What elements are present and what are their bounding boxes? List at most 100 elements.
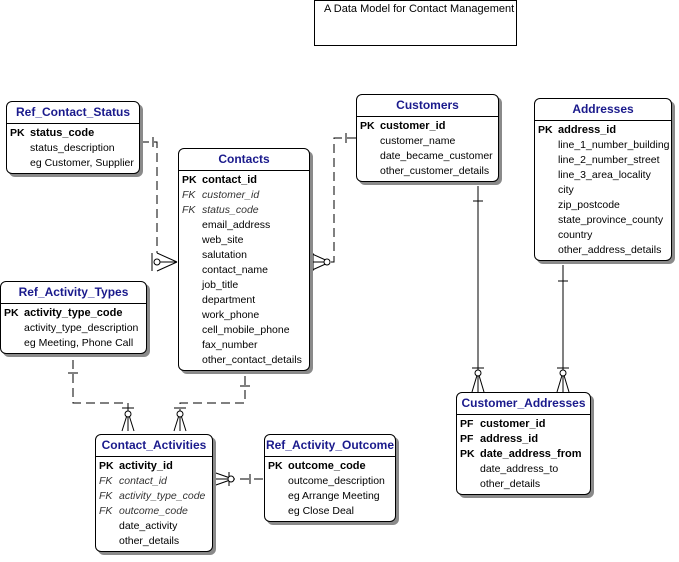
attribute-name: status_code <box>202 204 259 216</box>
attribute-name: other_address_details <box>558 244 662 256</box>
attribute-row: PK customer_id <box>360 119 495 134</box>
attribute-name: line_3_area_locality <box>558 169 651 181</box>
attribute-row: FK status_code <box>182 203 306 218</box>
attribute-row: eg Close Deal <box>268 504 392 519</box>
attribute-name: eg Meeting, Phone Call <box>24 337 134 349</box>
attribute-row: date_activity <box>99 519 209 534</box>
attribute-name: customer_id <box>202 189 260 201</box>
attribute-key <box>538 213 555 228</box>
attribute-name: address_id <box>480 433 539 445</box>
attribute-row: work_phone <box>182 308 306 323</box>
attribute-name: web_site <box>202 234 244 246</box>
relationship-activity-types-activities <box>68 360 135 432</box>
diagram-title: A Data Model for Contact Management <box>314 0 517 46</box>
attribute-name: zip_postcode <box>558 199 620 211</box>
attribute-row: customer_name <box>360 134 495 149</box>
attribute-key: FK <box>182 204 196 216</box>
attribute-key <box>10 156 27 171</box>
attribute-name: activity_type_code <box>24 307 123 319</box>
attribute-name: other_contact_details <box>202 354 302 366</box>
attribute-key <box>182 353 199 368</box>
attribute-row: eg Meeting, Phone Call <box>4 336 143 351</box>
attribute-row: status_description <box>10 141 136 156</box>
attribute-name: cell_mobile_phone <box>202 324 290 336</box>
attribute-name: work_phone <box>202 309 260 321</box>
attribute-key <box>4 336 21 351</box>
attribute-key <box>182 218 199 233</box>
relationship-contact-status-contacts <box>140 137 178 272</box>
entity-title: Addresses <box>535 99 671 121</box>
attribute-name: city <box>558 184 574 196</box>
attribute-key <box>4 321 21 336</box>
attribute-key <box>182 233 199 248</box>
attribute-key: PK <box>360 120 375 132</box>
attribute-key <box>460 462 477 477</box>
attribute-row: date_address_to <box>460 462 587 477</box>
attribute-row: line_3_area_locality <box>538 168 668 183</box>
attribute-key <box>460 477 477 492</box>
entity-title: Contact_Activities <box>96 435 212 457</box>
attribute-key <box>268 474 285 489</box>
attribute-key <box>182 323 199 338</box>
attribute-key <box>360 164 377 179</box>
attribute-name: eg Arrange Meeting <box>288 490 380 502</box>
attribute-name: customer_name <box>380 135 456 147</box>
attribute-key: FK <box>99 505 113 517</box>
attribute-name: date_address_from <box>480 448 582 460</box>
attribute-key <box>182 248 199 263</box>
attribute-row: salutation <box>182 248 306 263</box>
attribute-row: job_title <box>182 278 306 293</box>
attribute-name: activity_id <box>119 460 173 472</box>
attribute-row: line_2_number_street <box>538 153 668 168</box>
attribute-name: eg Close Deal <box>288 505 354 517</box>
entity-title: Ref_Activity_Outcome <box>265 435 395 457</box>
attribute-key: PK <box>268 460 283 472</box>
attribute-row: other_address_details <box>538 243 668 258</box>
attribute-row: state_province_county <box>538 213 668 228</box>
attribute-key: FK <box>99 475 113 487</box>
entity-title: Ref_Activity_Types <box>1 282 146 304</box>
attribute-key <box>182 278 199 293</box>
attribute-row: eg Arrange Meeting <box>268 489 392 504</box>
attribute-key: PK <box>10 127 25 139</box>
attribute-key <box>10 141 27 156</box>
attribute-key <box>182 308 199 323</box>
attribute-name: date_became_customer <box>380 150 493 162</box>
attribute-name: status_code <box>30 127 95 139</box>
attribute-name: other_customer_details <box>380 165 490 177</box>
attribute-name: email_address <box>202 219 271 231</box>
attribute-name: other_details <box>119 535 180 547</box>
attribute-name: line_1_number_building <box>558 139 670 151</box>
relationship-contacts-activities <box>173 376 250 432</box>
attribute-name: status_description <box>30 142 115 154</box>
attribute-name: customer_id <box>480 418 546 430</box>
attribute-name: eg Customer, Supplier <box>30 157 134 169</box>
attribute-key <box>268 504 285 519</box>
attribute-row: contact_name <box>182 263 306 278</box>
relationship-outcome-activities <box>212 471 263 487</box>
attribute-name: customer_id <box>380 120 446 132</box>
entity-attributes: PK customer_id customer_name date_became_cu… <box>357 117 498 181</box>
attribute-key: FK <box>182 189 196 201</box>
attribute-row: city <box>538 183 668 198</box>
attribute-row: PK status_code <box>10 126 136 141</box>
